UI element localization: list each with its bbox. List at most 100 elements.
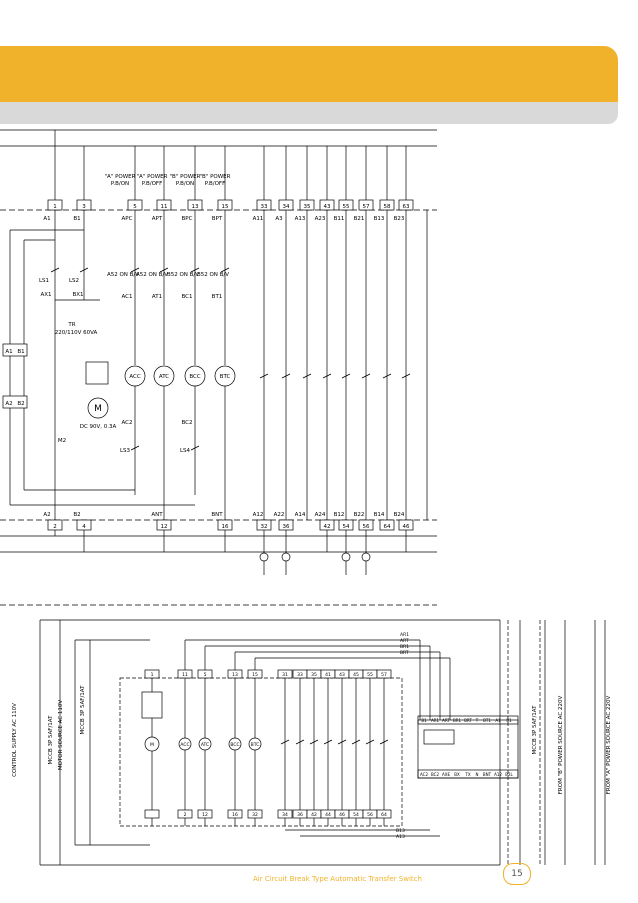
pb2-line2: P.B/OFF <box>142 181 163 187</box>
label-top-7: A3 <box>275 216 283 222</box>
label-control-supply: CONTROL SUPPLY AC 110V <box>12 703 18 777</box>
limit-ls4: LS4 <box>180 448 191 454</box>
contact-ax1: AX1 <box>40 292 51 298</box>
term-top-2: 5 <box>133 204 137 210</box>
label-bottom-6: A14 <box>295 512 306 518</box>
side-box-b1: B1 <box>17 349 24 355</box>
ctrl-top-1: AR1 <box>431 718 440 723</box>
label-bottom-1: B2 <box>73 512 80 518</box>
contact-bc1: BC1 <box>181 294 192 300</box>
term-top-9: 43 <box>324 204 331 210</box>
term-bottom-3: 16 <box>222 524 229 530</box>
contact-ls1: LS1 <box>39 278 49 284</box>
label-top-2: APC <box>122 216 133 222</box>
side-box-b2: B2 <box>17 401 24 407</box>
ctrl-bot-1: BC2 <box>431 772 439 777</box>
bt-4: 15 <box>252 672 258 678</box>
term-top-11: 57 <box>363 204 370 210</box>
label-mccb-right: MCCB 3P 5AF/1AT <box>532 705 538 755</box>
contact-bx1: BX1 <box>72 292 83 298</box>
bb-1: 12 <box>202 812 208 818</box>
bt-0: 1 <box>151 672 154 678</box>
bb-6: 42 <box>311 812 317 818</box>
contact-ac1: AC1 <box>121 294 132 300</box>
label-bottom-9: B22 <box>354 512 365 518</box>
term-top-5: 15 <box>222 204 229 210</box>
label-top-12: B13 <box>374 216 385 222</box>
bb-5: 36 <box>297 812 303 818</box>
label-top-11: B21 <box>354 216 365 222</box>
bt-9: 43 <box>339 672 345 678</box>
bb-11: 64 <box>381 812 387 818</box>
bt-2: 5 <box>204 672 207 678</box>
term-bottom-8: 56 <box>363 524 370 530</box>
label-bottom-0: A2 <box>43 512 50 518</box>
bt-12: 57 <box>381 672 387 678</box>
ctrl-bot-2: AXE <box>442 772 450 777</box>
ctrl-bot-4: TX <box>464 772 470 777</box>
label-top-4: BPC <box>182 216 193 222</box>
coil-acc: ACC <box>129 374 141 380</box>
ctrl-top-5: T <box>475 718 479 723</box>
bt-10: 45 <box>353 672 359 678</box>
pb3-line2: P.B/ON <box>176 181 194 187</box>
label-bottom-3: BNT <box>211 512 223 518</box>
motor-symbol: M <box>94 404 102 414</box>
term-top-3: 11 <box>161 204 168 210</box>
ctrl-top-7: A1 <box>495 718 501 723</box>
wire-brt: BRT <box>400 650 409 656</box>
bottom-coil-btc: BTC <box>251 742 260 748</box>
bb-4: 34 <box>282 812 288 818</box>
term-top-4: 13 <box>192 204 199 210</box>
label-mccb-left-1: MCCB 3P 5AF/1AT <box>48 715 54 765</box>
term-bottom-0: 2 <box>53 524 57 530</box>
term-bottom-10: 46 <box>403 524 410 530</box>
misc-m2: M2 <box>58 438 66 444</box>
contact-state-2: B52 ON B/V <box>167 272 199 278</box>
term-bottom-6: 42 <box>324 524 331 530</box>
bt-5: 31 <box>282 672 288 678</box>
term-bottom-2: 12 <box>161 524 168 530</box>
label-from-b: FROM "B" POWER SOURCE AC 220V <box>558 696 564 795</box>
bb-9: 54 <box>353 812 359 818</box>
ctrl-bot-7: A12 <box>494 772 502 777</box>
term-bottom-4: 32 <box>261 524 268 530</box>
label-top-3: APT <box>152 216 163 222</box>
wire-art: ART <box>400 638 409 644</box>
coil-atc: ATC <box>159 374 169 380</box>
bb-0: 2 <box>184 812 187 818</box>
label-top-6: A11 <box>253 216 264 222</box>
contact-state-3: B52 ON B/V <box>197 272 229 278</box>
bottom-coil-bcc: BCC <box>230 742 239 748</box>
pb2-line1: "A" POWER <box>137 174 168 180</box>
pb3-line1: "B" POWER <box>170 174 201 180</box>
pb1-line2: P.B/ON <box>111 181 129 187</box>
pb4-line1: "B" POWER <box>200 174 231 180</box>
header-subband <box>0 102 618 124</box>
label-bottom-10: B14 <box>374 512 385 518</box>
wire-br1: BR1 <box>400 644 409 650</box>
contact-ac2: AC2 <box>121 420 132 426</box>
bt-11: 55 <box>367 672 373 678</box>
pb1-line1: "A" POWER <box>105 174 136 180</box>
label-bottom-2: ANT <box>151 512 163 518</box>
bb-7: 44 <box>325 812 331 818</box>
term-bottom-5: 36 <box>283 524 290 530</box>
label-top-1: B1 <box>73 216 80 222</box>
motor-rating: DC 90V, 0.3A <box>80 424 117 430</box>
label-bottom-7: A24 <box>315 512 326 518</box>
label-top-13: B23 <box>394 216 405 222</box>
bb-10: 56 <box>367 812 373 818</box>
wire-b13: B13 <box>396 828 405 834</box>
ctrl-bot-6: BNT <box>483 772 492 777</box>
ctrl-bot-0: AC2 <box>420 772 428 777</box>
ctrl-bot-3: BX <box>454 772 460 777</box>
label-top-5: BPT <box>212 216 223 222</box>
contact-bc2: BC2 <box>181 420 192 426</box>
term-top-0: 1 <box>53 204 57 210</box>
label-top-9: A23 <box>315 216 326 222</box>
label-bottom-11: B24 <box>394 512 405 518</box>
label-top-8: A13 <box>295 216 306 222</box>
bottom-coil-atc: ATC <box>201 742 209 748</box>
